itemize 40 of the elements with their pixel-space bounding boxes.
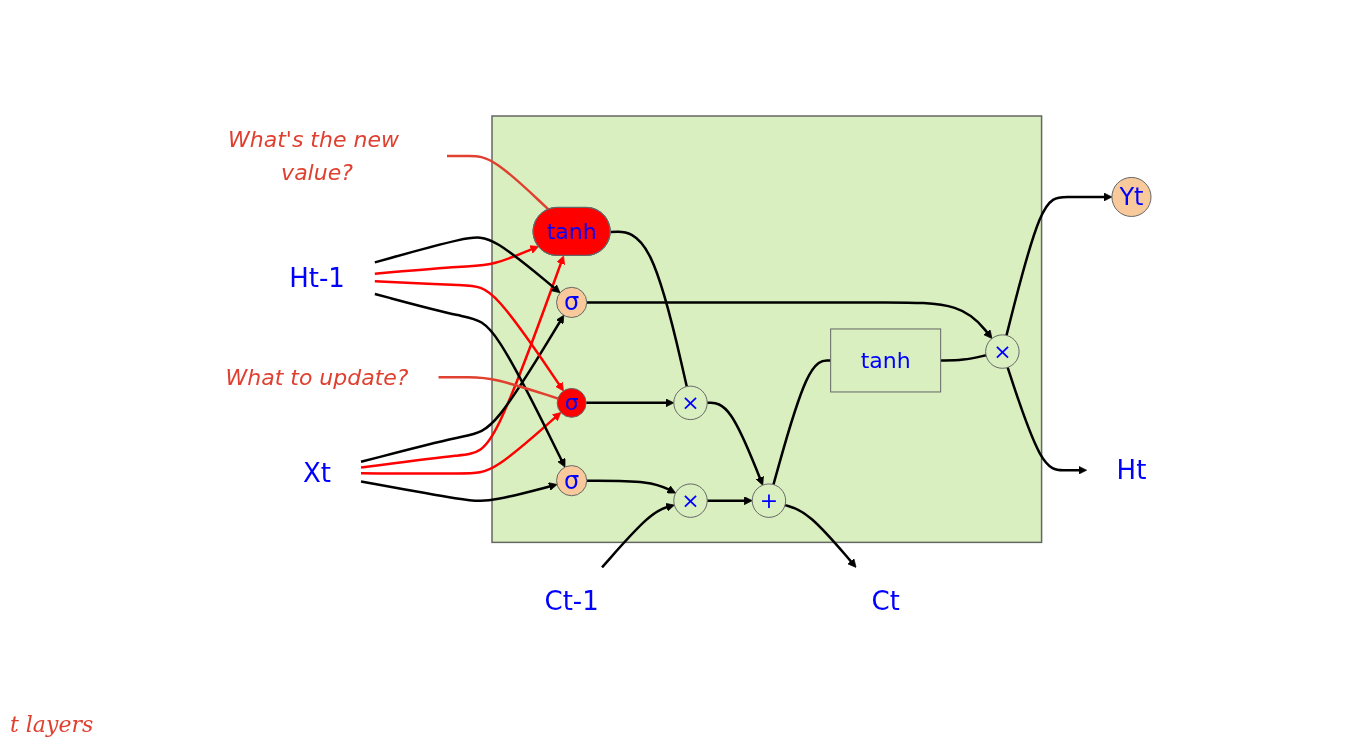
arrow xyxy=(374,293,566,468)
arrow xyxy=(785,504,857,569)
node-text: Ct-1 xyxy=(544,586,600,617)
node-circle: × xyxy=(673,483,709,519)
arrow xyxy=(375,280,565,392)
node-circle: σ xyxy=(556,465,588,497)
node-circle: + xyxy=(752,483,787,519)
node-circle: × xyxy=(673,385,709,421)
note-text: t layers xyxy=(10,712,94,737)
node-text: Ht-1 xyxy=(289,263,346,294)
arrow xyxy=(1005,192,1113,336)
connector xyxy=(447,155,550,211)
node-text: What's the new value? xyxy=(228,127,400,186)
node-circle: σ xyxy=(556,287,588,319)
arrow xyxy=(375,245,540,276)
arrow xyxy=(1006,367,1088,475)
node-text: Ht xyxy=(1116,454,1147,485)
arrow xyxy=(587,301,993,340)
node-text: Ct xyxy=(871,586,901,617)
arrow xyxy=(361,412,562,476)
connector xyxy=(941,354,987,363)
arrow xyxy=(587,479,677,494)
connector xyxy=(438,376,559,400)
node-text: Xt xyxy=(303,458,332,489)
node-text: What to update? xyxy=(225,365,409,391)
arrow xyxy=(586,398,675,408)
node-circle: σ xyxy=(557,388,587,419)
node-box: tanh xyxy=(830,328,942,393)
arrow xyxy=(361,315,565,464)
node-circle: Yt xyxy=(1111,177,1152,218)
arrow xyxy=(374,236,561,294)
arrow xyxy=(707,401,765,486)
connector xyxy=(610,230,689,388)
arrow xyxy=(361,255,566,470)
arrow xyxy=(707,496,753,506)
connector xyxy=(772,359,831,486)
arrow xyxy=(361,480,558,503)
node-circle: × xyxy=(985,334,1020,370)
arrow xyxy=(601,503,676,569)
cluster xyxy=(491,115,1043,544)
